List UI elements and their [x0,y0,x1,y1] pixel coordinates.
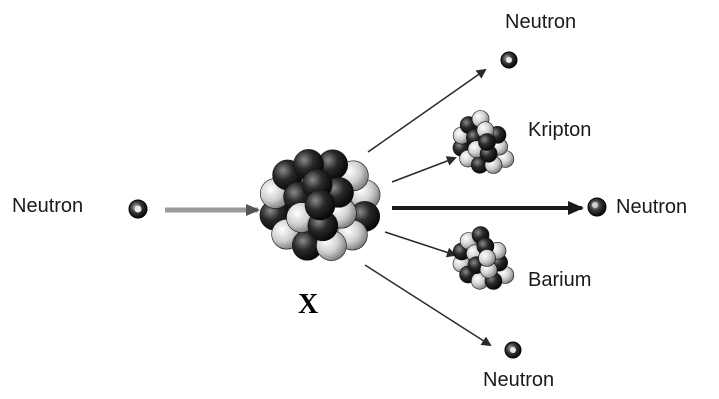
nucleus-x [259,149,381,261]
kripton-nucleon [478,133,496,151]
top-neutron-label: Neutron [505,11,577,33]
incoming-neutron-label: Neutron [12,195,84,217]
barium-nucleon [478,249,496,267]
top-neutron [500,51,518,69]
right-neutron-label: Neutron [616,196,688,218]
x-nucleon [304,189,336,221]
arrow-to-bottom-neutron [364,264,492,347]
arrow-to-top-neutron [367,68,487,153]
barium-label: Barium [528,269,592,291]
arrow-to-kripton [391,156,457,183]
barium-nucleus [452,226,515,290]
bottom-neutron [504,341,522,359]
kripton-nucleus [452,110,515,174]
bottom-neutron-label: Neutron [483,369,555,391]
incoming-neutron [128,199,148,219]
nucleus-x-label: X [298,289,319,320]
arrow-to-barium [384,231,457,258]
kripton-label: Kripton [528,119,592,141]
right-neutron [587,197,607,217]
